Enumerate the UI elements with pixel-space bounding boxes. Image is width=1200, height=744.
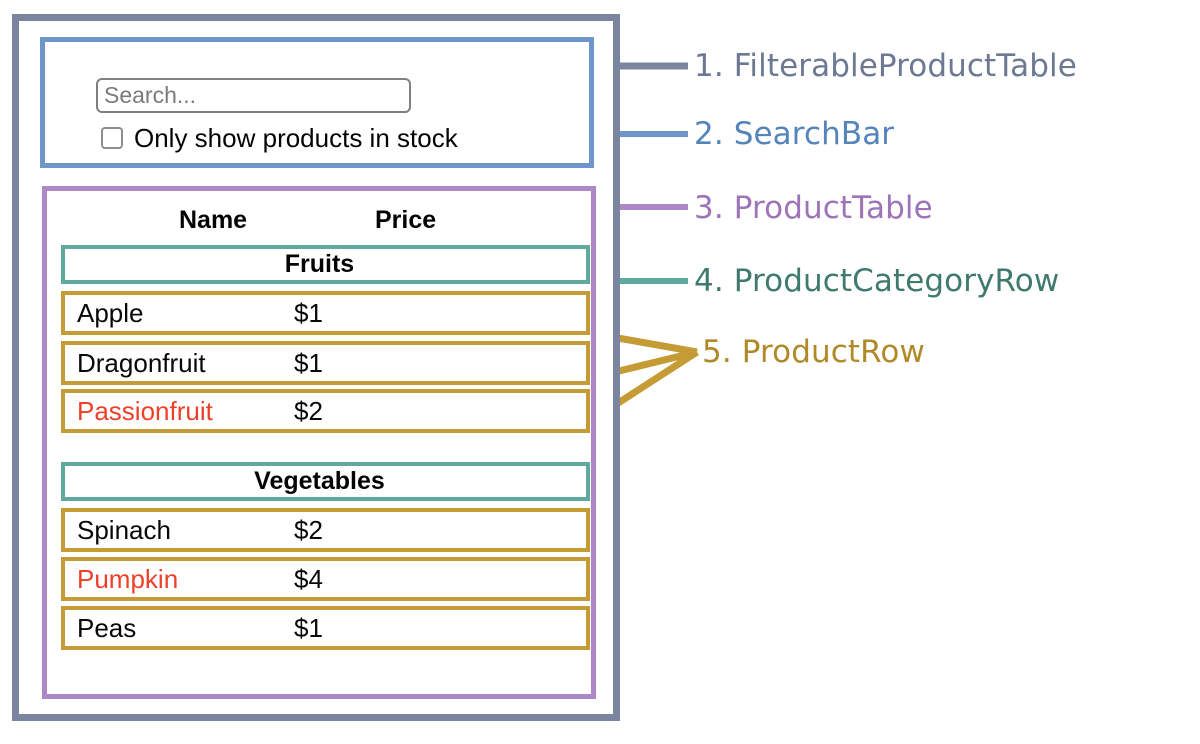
product-price: $1	[294, 348, 323, 378]
search-input[interactable]: Search...	[96, 78, 411, 113]
product-table: Name Price Fruits Apple $1 Dragonfruit $…	[42, 186, 596, 699]
product-row-dragonfruit[interactable]: Dragonfruit $1	[61, 341, 590, 385]
checkbox-icon[interactable]	[101, 127, 123, 149]
product-category-row-fruits: Fruits	[61, 245, 590, 284]
product-row-passionfruit[interactable]: Passionfruit $2	[61, 389, 590, 433]
product-price: $2	[294, 396, 323, 426]
legend-item-product-category-row: 4. ProductCategoryRow	[694, 263, 1060, 299]
product-row-peas[interactable]: Peas $1	[61, 606, 590, 650]
legend-item-product-row: 5. ProductRow	[702, 334, 925, 370]
product-category-row-vegetables: Vegetables	[61, 462, 590, 501]
legend-item-filterable-product-table: 1. FilterableProductTable	[694, 48, 1077, 84]
product-row-spinach[interactable]: Spinach $2	[61, 508, 590, 552]
product-price: $2	[294, 515, 323, 545]
product-name: Dragonfruit	[77, 348, 206, 378]
category-label: Fruits	[284, 250, 355, 278]
product-name: Apple	[77, 298, 144, 328]
in-stock-filter[interactable]: Only show products in stock	[101, 124, 458, 152]
search-bar: Search... Only show products in stock	[40, 37, 594, 168]
product-name: Passionfruit	[77, 396, 213, 426]
product-row-pumpkin[interactable]: Pumpkin $4	[61, 557, 590, 601]
product-name: Peas	[77, 613, 137, 643]
legend-item-search-bar: 2. SearchBar	[694, 116, 895, 152]
legend-item-product-table: 3. ProductTable	[694, 190, 933, 226]
product-name: Spinach	[77, 515, 171, 545]
product-name: Pumpkin	[77, 564, 179, 594]
in-stock-filter-label: Only show products in stock	[134, 123, 458, 153]
column-header-name: Name	[179, 206, 248, 234]
product-price: $1	[294, 613, 323, 643]
product-row-apple[interactable]: Apple $1	[61, 291, 590, 335]
column-header-price: Price	[375, 206, 437, 234]
category-label: Vegetables	[254, 467, 385, 495]
product-price: $1	[294, 298, 323, 328]
product-price: $4	[294, 564, 323, 594]
